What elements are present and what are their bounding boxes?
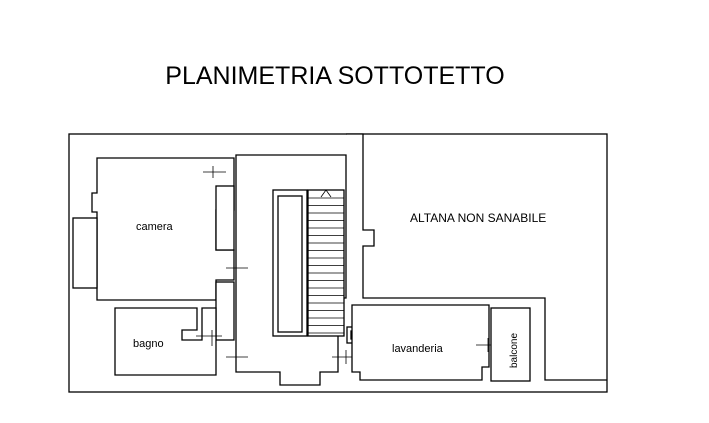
stair-arrow xyxy=(320,189,332,198)
stair-steps xyxy=(308,197,344,334)
room-label-lavanderia: lavanderia xyxy=(392,343,444,355)
altana-outline xyxy=(346,133,607,381)
page-title: PLANIMETRIA SOTTOTETTO xyxy=(165,62,505,90)
balcone-room xyxy=(490,307,531,382)
room-label-altana: ALTANA NON SANABILE xyxy=(410,211,546,225)
stair-shaft-inner xyxy=(277,195,303,333)
room-label-camera: camera xyxy=(136,221,174,233)
stair-flight xyxy=(307,189,345,337)
room-label-bagno: bagno xyxy=(133,338,164,350)
closet-lower xyxy=(215,281,235,341)
lavanderia-room xyxy=(351,304,490,381)
bagno-room xyxy=(114,307,217,376)
room-label-balcone: balcone xyxy=(509,333,520,368)
closet-upper xyxy=(215,185,235,251)
camera-bay xyxy=(72,217,98,289)
